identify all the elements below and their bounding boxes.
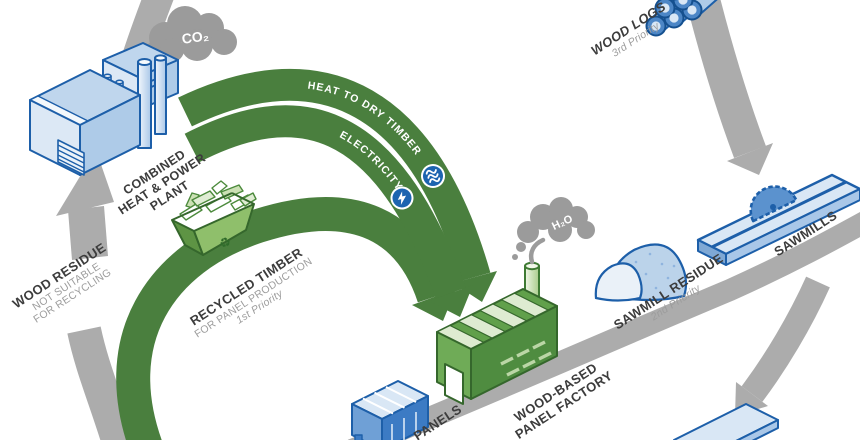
- door-notch: [444, 363, 464, 405]
- co2-label: CO₂: [181, 27, 210, 47]
- arrow-shaft-lower: [67, 326, 136, 440]
- h2o-cloud: H₂O: [512, 197, 595, 260]
- grill-door: [57, 139, 85, 176]
- roof-stripes: [436, 292, 550, 350]
- panel-factory-icon: [436, 261, 558, 405]
- factory-steam-curl: [528, 237, 546, 265]
- pallet: [354, 434, 363, 440]
- arrow-shaft: [741, 276, 830, 402]
- sawmill-residue-icon: [594, 243, 688, 302]
- arrow-shaft-upper: [68, 206, 108, 260]
- factory-windows: [500, 340, 552, 377]
- arrowhead: [453, 271, 497, 302]
- recycled-timber-bin-icon: ♻: [171, 180, 257, 256]
- wood-residue-to-chp-arrow: [56, 150, 136, 440]
- recycle-icon: ♻: [217, 234, 233, 252]
- arrow-shaft: [685, 0, 766, 158]
- band-path: [116, 197, 451, 440]
- arrowhead: [429, 285, 473, 317]
- arrowhead-up: [56, 150, 114, 216]
- electricity-icon: [390, 186, 414, 210]
- heat-icon: [421, 164, 445, 188]
- log-ends: [645, 0, 703, 37]
- sawmill-saw-icon: [696, 173, 860, 266]
- sawn-timber-icon: [673, 403, 779, 440]
- arrowhead-down: [727, 143, 773, 175]
- saw-blade: [749, 185, 798, 223]
- wood-logs-to-sawmills-arrow: [685, 0, 773, 175]
- chp-plant-icon: [29, 42, 179, 176]
- sawmills-to-timber-arrow: [735, 276, 830, 416]
- main-flow-band: [347, 212, 860, 440]
- wood-logs-icon: [645, 0, 718, 37]
- panels-stack-icon: [351, 380, 429, 440]
